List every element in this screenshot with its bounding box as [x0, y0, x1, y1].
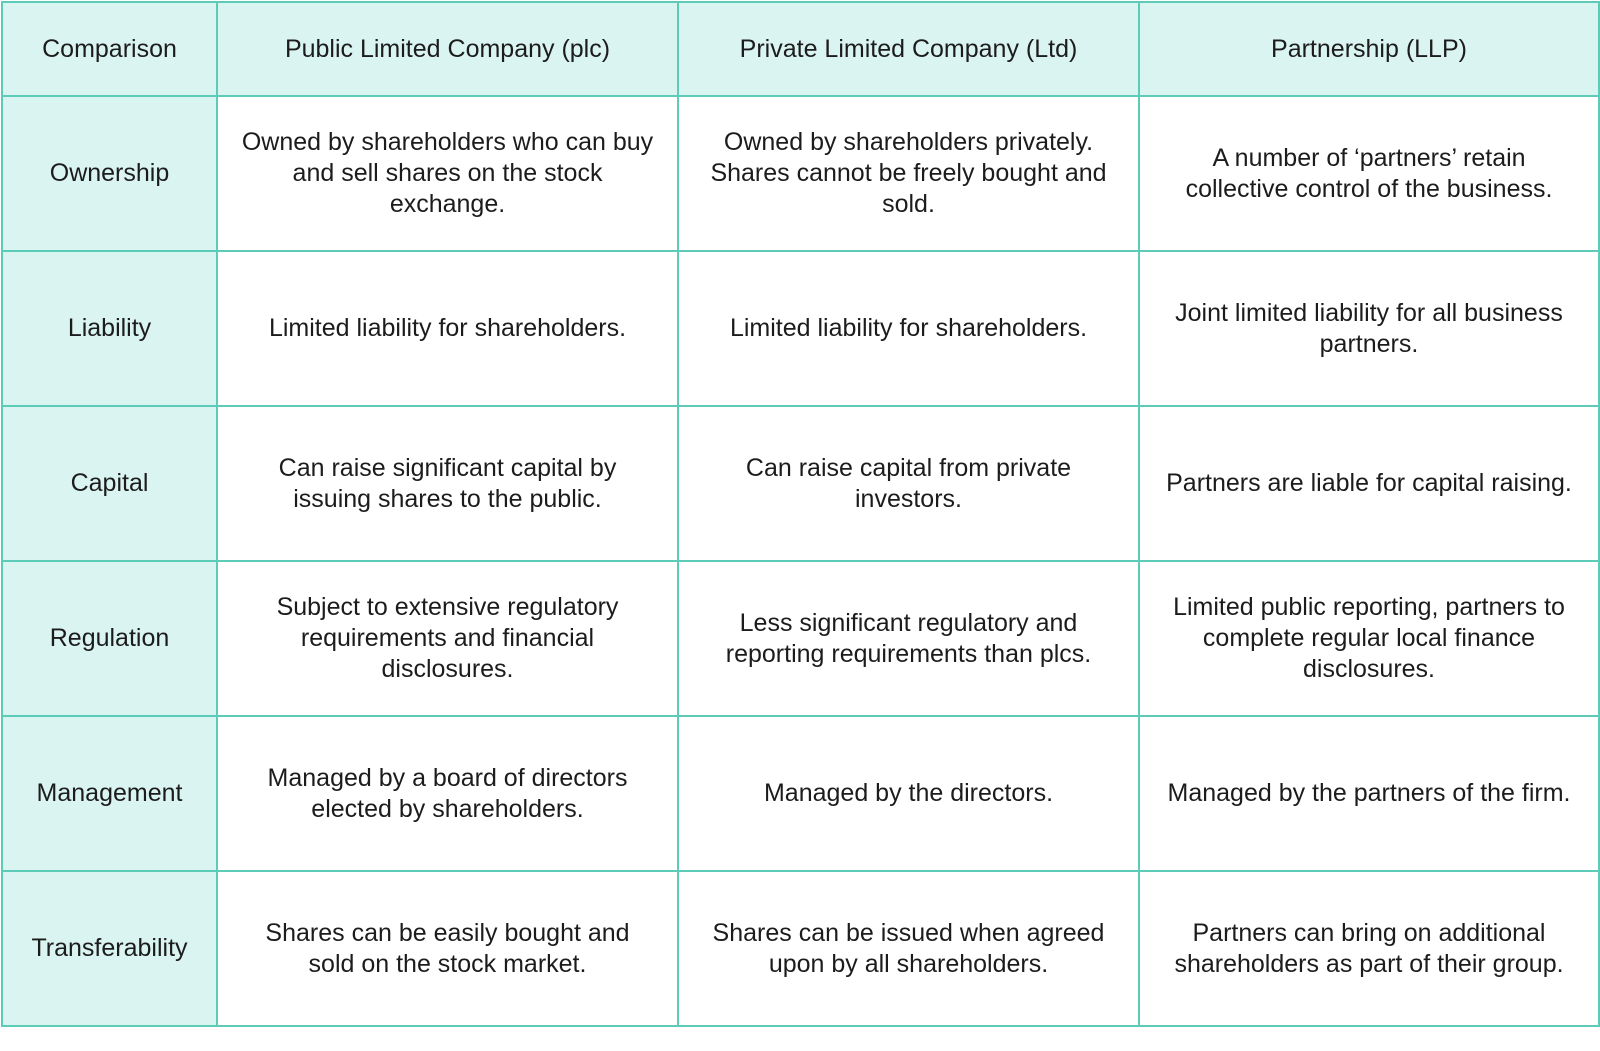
- header-cell-plc: Public Limited Company (plc): [216, 1, 679, 97]
- cell-management-llp: Managed by the partners of the firm.: [1138, 715, 1600, 872]
- table-row: Management Managed by a board of directo…: [1, 715, 1600, 872]
- row-label-capital: Capital: [1, 405, 218, 562]
- cell-capital-ltd: Can raise capital from private investors…: [677, 405, 1140, 562]
- comparison-table: Comparison Public Limited Company (plc) …: [1, 1, 1600, 1027]
- header-cell-ltd: Private Limited Company (Ltd): [677, 1, 1140, 97]
- row-label-ownership: Ownership: [1, 95, 218, 252]
- table-row: Ownership Owned by shareholders who can …: [1, 95, 1600, 252]
- cell-transferability-plc: Shares can be easily bought and sold on …: [216, 870, 679, 1027]
- row-label-transferability: Transferability: [1, 870, 218, 1027]
- cell-ownership-llp: A number of ‘partners’ retain collective…: [1138, 95, 1600, 252]
- row-label-regulation: Regulation: [1, 560, 218, 717]
- header-cell-llp: Partnership (LLP): [1138, 1, 1600, 97]
- cell-management-ltd: Managed by the directors.: [677, 715, 1140, 872]
- header-cell-comparison: Comparison: [1, 1, 218, 97]
- cell-liability-plc: Limited liability for shareholders.: [216, 250, 679, 407]
- cell-ownership-plc: Owned by shareholders who can buy and se…: [216, 95, 679, 252]
- table-row: Regulation Subject to extensive regulato…: [1, 560, 1600, 717]
- cell-transferability-ltd: Shares can be issued when agreed upon by…: [677, 870, 1140, 1027]
- cell-capital-llp: Partners are liable for capital raising.: [1138, 405, 1600, 562]
- cell-regulation-llp: Limited public reporting, partners to co…: [1138, 560, 1600, 717]
- cell-ownership-ltd: Owned by shareholders privately. Shares …: [677, 95, 1140, 252]
- cell-liability-llp: Joint limited liability for all business…: [1138, 250, 1600, 407]
- header-row: Comparison Public Limited Company (plc) …: [1, 1, 1600, 97]
- table-row: Transferability Shares can be easily bou…: [1, 870, 1600, 1027]
- cell-capital-plc: Can raise significant capital by issuing…: [216, 405, 679, 562]
- row-label-liability: Liability: [1, 250, 218, 407]
- comparison-table-container: Comparison Public Limited Company (plc) …: [1, 1, 1600, 1027]
- row-label-management: Management: [1, 715, 218, 872]
- cell-transferability-llp: Partners can bring on additional shareho…: [1138, 870, 1600, 1027]
- table-row: Capital Can raise significant capital by…: [1, 405, 1600, 562]
- cell-regulation-ltd: Less significant regulatory and reportin…: [677, 560, 1140, 717]
- cell-liability-ltd: Limited liability for shareholders.: [677, 250, 1140, 407]
- cell-management-plc: Managed by a board of directors elected …: [216, 715, 679, 872]
- cell-regulation-plc: Subject to extensive regulatory requirem…: [216, 560, 679, 717]
- table-row: Liability Limited liability for sharehol…: [1, 250, 1600, 407]
